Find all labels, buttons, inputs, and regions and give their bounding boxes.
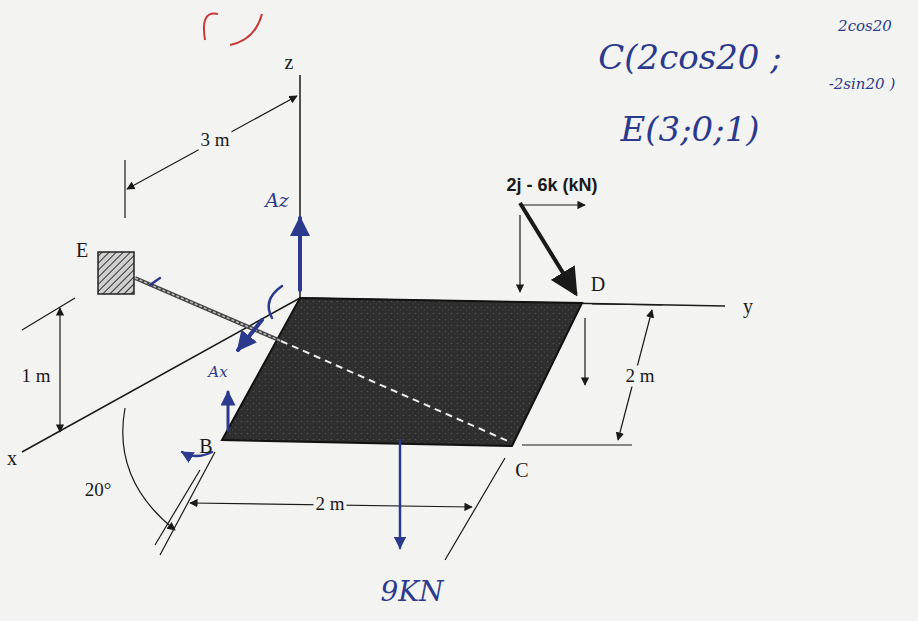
dimension-2m-right (522, 304, 662, 445)
wall-support (98, 252, 134, 294)
dimension-2m-bottom (160, 452, 505, 560)
cable-part (135, 278, 281, 341)
angle-label: 20° (85, 480, 112, 501)
handwritten-forces-part (298, 218, 302, 290)
point-label: C (515, 459, 528, 481)
coordinate-note: 2cos20 (838, 18, 892, 35)
handwritten-forces-part (238, 320, 262, 350)
point-label: E (76, 239, 88, 261)
angle-20 (123, 408, 200, 545)
cable (135, 278, 510, 442)
plate-part (222, 298, 582, 446)
force-arrow-part (519, 215, 520, 292)
axis-label: z (285, 51, 294, 73)
dimension-label: 3 m (198, 130, 231, 151)
handwritten-forces-part (150, 278, 160, 285)
dimension-label: 2 m (623, 366, 656, 387)
cable-part (281, 341, 510, 442)
point-label: B (199, 435, 212, 457)
dimension-3m-part (127, 96, 297, 189)
force-label: Ax (208, 364, 227, 381)
axes-part (299, 75, 301, 298)
coordinate-note: C(2cos20 ; (598, 39, 781, 76)
handwritten-forces-part (269, 286, 282, 318)
handwritten-mark-part (204, 14, 218, 40)
handwritten-forces (150, 218, 400, 548)
point-label: D (591, 273, 605, 295)
dimension-2m-right-part (584, 318, 585, 385)
dimension-1m-part (22, 298, 75, 330)
dimension-3m-part (124, 160, 125, 218)
axis-label: y (743, 295, 753, 317)
dimension-2m-right-part (592, 304, 662, 305)
handwritten-forces-part (227, 392, 230, 430)
handwritten-mark (204, 14, 262, 45)
cable-part (135, 278, 281, 341)
force-label: Az (265, 190, 289, 211)
load-label: 9KN (380, 577, 443, 608)
dimension-3m (125, 96, 297, 218)
axes (22, 75, 725, 452)
dimension-label: 2 m (313, 494, 346, 515)
wall-support-part (98, 252, 134, 294)
force-arrow-part (520, 203, 576, 294)
angle-20-part (123, 408, 175, 530)
force-arrow (520, 203, 585, 294)
handwritten-mark-part (230, 14, 262, 45)
force-arrow-part (522, 204, 585, 205)
force-label: 2j - 6k (kN) (506, 176, 597, 196)
plate (222, 298, 582, 446)
dimension-1m (22, 298, 75, 432)
angle-20-part (155, 470, 200, 545)
handwritten-forces-part (399, 440, 402, 548)
dimension-2m-right-part (522, 444, 632, 445)
coordinate-note: E(3;0;1) (620, 111, 759, 148)
dimension-1m-part (59, 308, 60, 432)
dimension-2m-bottom-part (445, 458, 505, 560)
coordinate-note: -2sin20 ) (829, 76, 895, 93)
dimension-label: 1 m (21, 366, 50, 387)
axis-label: x (7, 447, 17, 469)
